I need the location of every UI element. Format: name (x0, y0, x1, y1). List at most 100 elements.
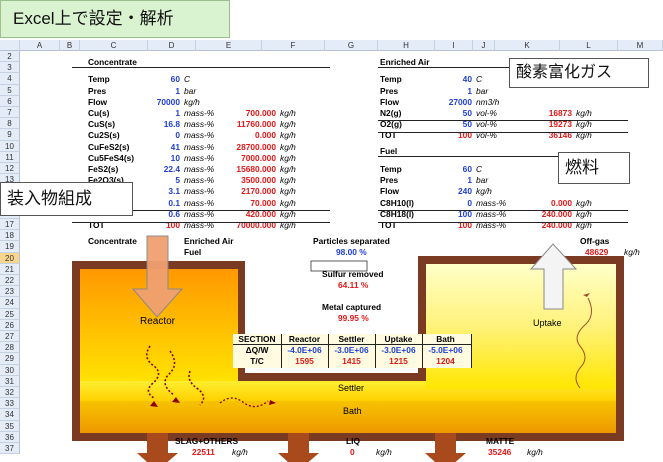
enriched_air-total-kunit: kg/h (576, 130, 592, 141)
conc-item-unit: mass-% (184, 119, 215, 130)
row-header[interactable]: 25 (0, 308, 20, 320)
fuel-item-kunit: kg/h (576, 208, 592, 219)
conc-flow-unit: kg/h (184, 96, 200, 107)
conc-item-kgh: 700.000 (245, 108, 276, 118)
offgas-value: 48629 (585, 247, 609, 257)
column-header[interactable]: G (325, 40, 378, 51)
fuel-item-unit: mass-% (476, 208, 507, 219)
feed-callout: 装入物組成 (0, 182, 133, 216)
row-header[interactable]: 36 (0, 431, 20, 443)
bath-zone (80, 401, 616, 433)
row-header[interactable]: 5 (0, 84, 20, 96)
row-header[interactable]: 18 (0, 230, 20, 242)
row-header[interactable]: 12 (0, 163, 20, 175)
conc-item-value: 0.1 (168, 197, 180, 208)
conc-item-kgh: 0.000 (255, 130, 276, 141)
matte-arrow (425, 433, 466, 462)
row-header[interactable]: 31 (0, 375, 20, 387)
row-header[interactable]: 17 (0, 219, 20, 231)
row-header[interactable]: 21 (0, 263, 20, 275)
column-header[interactable]: F (262, 40, 325, 51)
column-header[interactable]: C (80, 40, 148, 51)
row-header[interactable]: 8 (0, 118, 20, 130)
row-header[interactable]: 6 (0, 95, 20, 107)
conc-item-kunit: kg/h (280, 208, 296, 219)
row-header[interactable]: 37 (0, 443, 20, 455)
column-header[interactable]: J (473, 40, 495, 51)
fuel-item-kgh: 240.000 (541, 208, 572, 219)
row-header[interactable]: 33 (0, 398, 20, 410)
conc-pres-value: 1 (175, 85, 180, 96)
conc-item-kgh: 15680.000 (236, 164, 276, 174)
fuel-item-value: 100 (458, 208, 472, 219)
column-header[interactable]: D (148, 40, 196, 51)
conc-item-unit: mass-% (184, 152, 215, 163)
row-header[interactable]: 27 (0, 331, 20, 343)
fuel-item-kgh: 0.000 (551, 197, 572, 208)
column-header[interactable]: A (20, 40, 60, 51)
sulfur-value: 64.11 % (338, 280, 369, 290)
conc-temp-unit: C (184, 74, 191, 85)
fuel-flow-value: 240 (458, 186, 472, 197)
row-header[interactable]: 24 (0, 297, 20, 309)
enriched_air-temp-unit: C (476, 74, 483, 85)
feed-arrow (131, 235, 184, 318)
row-header[interactable]: 29 (0, 353, 20, 365)
column-header[interactable]: M (618, 40, 663, 51)
section-cell: 1215 (389, 356, 408, 366)
column-header[interactable]: I (435, 40, 473, 51)
fuel-item-label: C8H10(l) (380, 197, 414, 208)
row-header[interactable]: 10 (0, 140, 20, 152)
row-header[interactable]: 22 (0, 275, 20, 287)
section-header: Settler (338, 334, 365, 344)
row-header[interactable]: 30 (0, 364, 20, 376)
row-header[interactable]: 23 (0, 286, 20, 298)
diagram-concentrate-label: Concentrate (88, 236, 137, 246)
conc-total-value: 100 (166, 220, 180, 230)
section-cell: 1595 (295, 356, 314, 366)
conc-item-label: Fe2O3(s) (88, 175, 124, 186)
conc-item-kunit: kg/h (280, 108, 296, 118)
column-header[interactable]: K (495, 40, 560, 51)
fuel-total-unit: mass-% (476, 220, 507, 230)
row-header[interactable]: 11 (0, 151, 20, 163)
conc-item-value: 41 (170, 141, 180, 152)
fuel-temp-unit: C (476, 164, 483, 174)
particles-label: Particles separated (313, 236, 390, 246)
uptake-label: Uptake (533, 318, 562, 328)
column-header[interactable]: H (378, 40, 435, 51)
row-header[interactable]: 19 (0, 241, 20, 253)
conc-item-kunit: kg/h (280, 152, 296, 163)
section-cell: ΔQ/W (245, 345, 269, 355)
row-header[interactable]: 7 (0, 107, 20, 119)
enriched_air-item-kunit: kg/h (576, 119, 592, 130)
row-header[interactable]: 35 (0, 420, 20, 432)
fuel-total-kunit: kg/h (576, 220, 592, 230)
row-header[interactable]: 28 (0, 342, 20, 354)
concentrate-header: Concentrate (88, 57, 137, 67)
section-cell: 1204 (436, 356, 455, 366)
fuel-total-label: TOT (380, 220, 397, 230)
column-header[interactable]: L (560, 40, 618, 51)
conc-flow-value: 70000 (156, 96, 180, 107)
row-header[interactable]: 34 (0, 409, 20, 421)
enriched_air-pres-value: 1 (467, 85, 472, 96)
conc-item-kgh: 2170.000 (241, 186, 276, 197)
row-header[interactable]: 4 (0, 73, 20, 85)
select-all-corner[interactable] (0, 40, 20, 51)
conc-item-value: 1 (175, 108, 180, 118)
furnace-diagram (72, 235, 624, 462)
conc-item-kunit: kg/h (280, 130, 296, 141)
conc-total-kunit: kg/h (280, 220, 296, 230)
column-header[interactable]: E (196, 40, 262, 51)
column-header[interactable]: B (60, 40, 80, 51)
conc-item-kunit: kg/h (280, 197, 296, 208)
row-header[interactable]: 9 (0, 129, 20, 141)
row-header[interactable]: 26 (0, 319, 20, 331)
row-header[interactable]: 2 (0, 51, 20, 63)
row-header[interactable]: 32 (0, 387, 20, 399)
slag-arrow (137, 433, 178, 462)
row-header[interactable]: 20 (0, 252, 20, 264)
row-header[interactable]: 3 (0, 62, 20, 74)
